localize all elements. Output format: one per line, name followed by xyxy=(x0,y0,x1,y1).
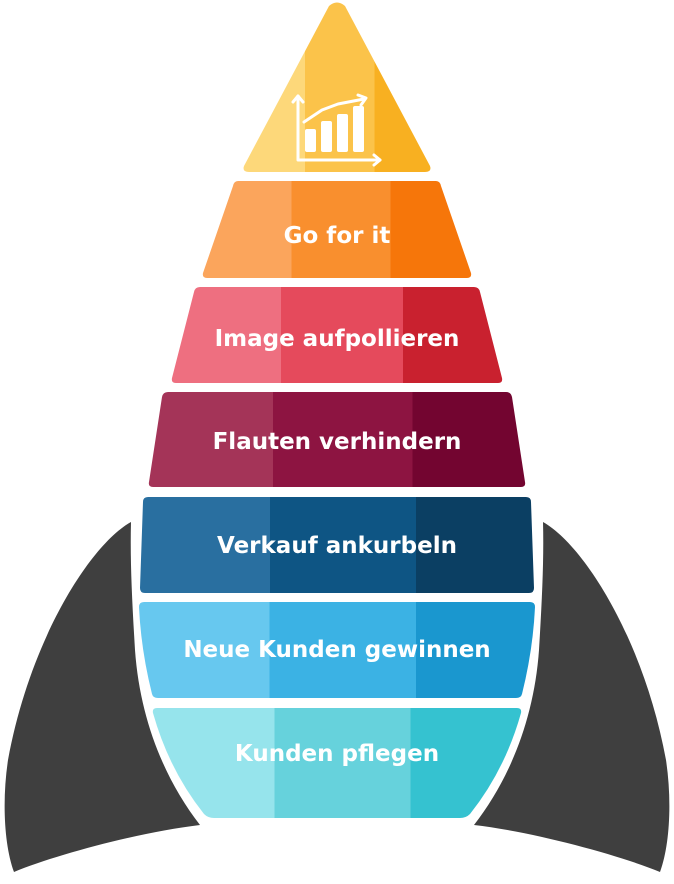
tier-go-for-it xyxy=(202,181,472,278)
tier-label-verkauf-ankurbeln: Verkauf ankurbeln xyxy=(217,533,457,559)
tier-flauten-verhindern xyxy=(148,392,526,487)
tier-label-flauten-verhindern: Flauten verhindern xyxy=(213,429,462,455)
tier-image-aufpollieren xyxy=(171,287,503,383)
tier-label-neue-kunden-gewinnen: Neue Kunden gewinnen xyxy=(183,637,490,663)
tier-label-kunden-pflegen: Kunden pflegen xyxy=(235,741,439,767)
tier-label-image-aufpollieren: Image aufpollieren xyxy=(215,326,460,352)
growth-chart-icon xyxy=(291,93,382,167)
tier-nose xyxy=(243,2,431,172)
right-fin xyxy=(474,522,670,872)
tier-neue-kunden-gewinnen xyxy=(139,602,535,698)
tier-verkauf-ankurbeln xyxy=(140,497,534,593)
tier-kunden-pflegen xyxy=(152,708,522,818)
left-fin xyxy=(4,522,200,872)
tier-label-go-for-it: Go for it xyxy=(284,223,391,249)
